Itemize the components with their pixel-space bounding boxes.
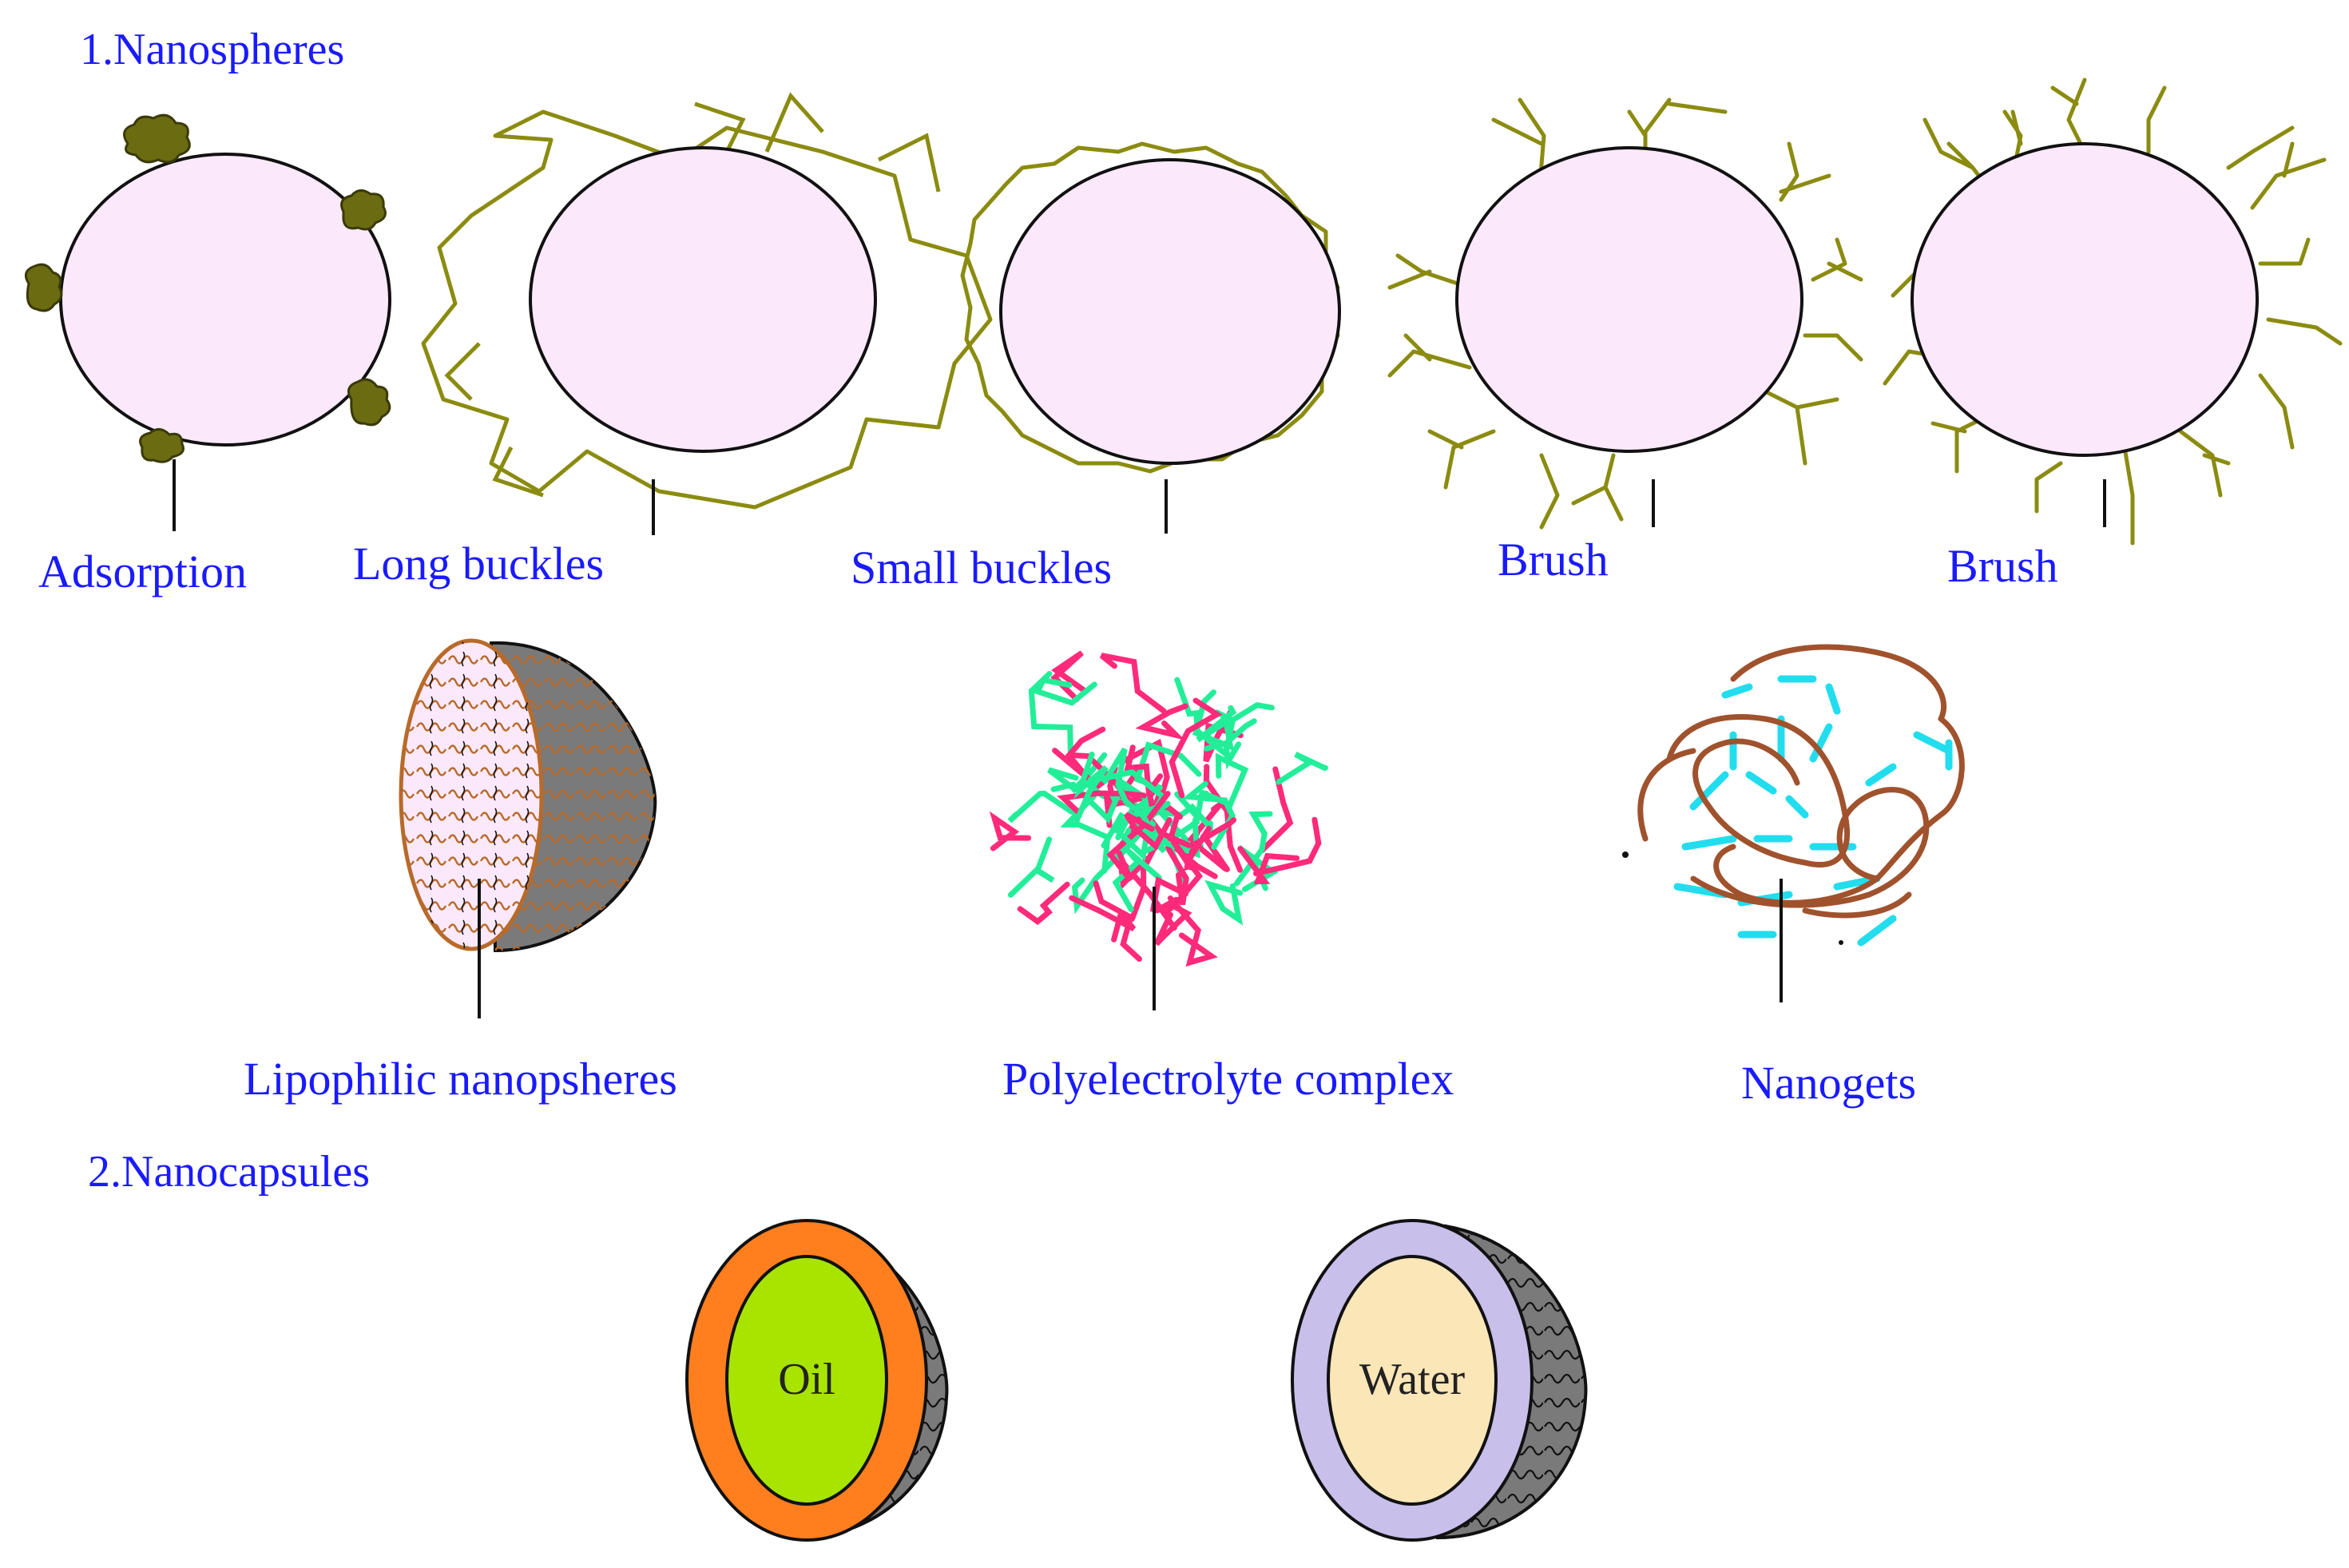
brush-2-label: Brush [1947, 540, 2058, 592]
polymer-strand [1135, 703, 1188, 740]
adsorbed-particles [24, 113, 391, 463]
small-buckles-label: Small buckles [851, 542, 1112, 593]
polymer-strand [1017, 881, 1070, 926]
polymer-strand [989, 811, 1032, 851]
small-buckles-sphere [960, 141, 1341, 534]
polymer-strand [1057, 790, 1147, 815]
nanocapsules-heading: 2.Nanocapsules [88, 1147, 370, 1197]
polymer-strand [1099, 653, 1167, 714]
polymer-strand [1169, 697, 1223, 799]
adsorption-sphere [24, 113, 391, 531]
lipophilic-label: Lipophilic nanopsheres [244, 1053, 677, 1105]
long-buckles-sphere [421, 92, 993, 535]
polymer-strand [1276, 752, 1328, 785]
water-nanocapsule: Water [1291, 1219, 1588, 1542]
nanogel [1622, 644, 1965, 1002]
polymer-strand [1167, 895, 1218, 967]
polymer-strand [1200, 752, 1249, 809]
brush-sphere-2 [1883, 77, 2343, 546]
polyelectrolyte-label: Polyelectrolyte complex [1002, 1053, 1454, 1105]
polymer-strand [1112, 848, 1162, 912]
polymer-strand [1028, 671, 1073, 760]
polymer-strand [1204, 879, 1244, 926]
adsorption-label: Adsorption [38, 546, 247, 597]
polymer-strand [1102, 747, 1157, 828]
polymer-strand [1144, 803, 1213, 835]
polymer-strand [1073, 751, 1109, 824]
polymer-strand [1203, 764, 1243, 873]
polymer-strand [1106, 791, 1171, 883]
polymer-strand [1007, 790, 1075, 824]
polymer-strand [1162, 839, 1203, 915]
polymer-strand [1237, 845, 1300, 884]
nanogels-label: Nanogets [1741, 1057, 1916, 1109]
polymer-strand [1116, 812, 1152, 861]
long-buckles-label: Long buckles [353, 538, 604, 589]
polymer-strand [1093, 880, 1142, 962]
water-label: Water [1359, 1355, 1466, 1404]
brush-1-label: Brush [1498, 534, 1609, 586]
polyelectrolyte-complex [989, 650, 1328, 1010]
polymer-strand [1204, 702, 1275, 752]
polymer-strand [1007, 836, 1055, 898]
polymer-strand [1034, 677, 1097, 706]
polymer-strand [1060, 792, 1111, 874]
nanospheres-heading: 1.Nanospheres [80, 25, 344, 74]
polymer-strand [1187, 817, 1237, 860]
oil-nanocapsule: Oil [685, 1219, 949, 1542]
lipophilic-nanosphere [399, 638, 657, 1018]
polymer-strand [1233, 811, 1273, 887]
polymer-strand [1050, 779, 1161, 824]
oil-label: Oil [778, 1355, 835, 1404]
brush-sphere-1 [1387, 97, 1863, 530]
polymer-strand [1123, 812, 1173, 851]
polymer-strand [1069, 895, 1137, 943]
polymer-strand [1196, 705, 1237, 743]
polymer-strand [1253, 816, 1322, 876]
